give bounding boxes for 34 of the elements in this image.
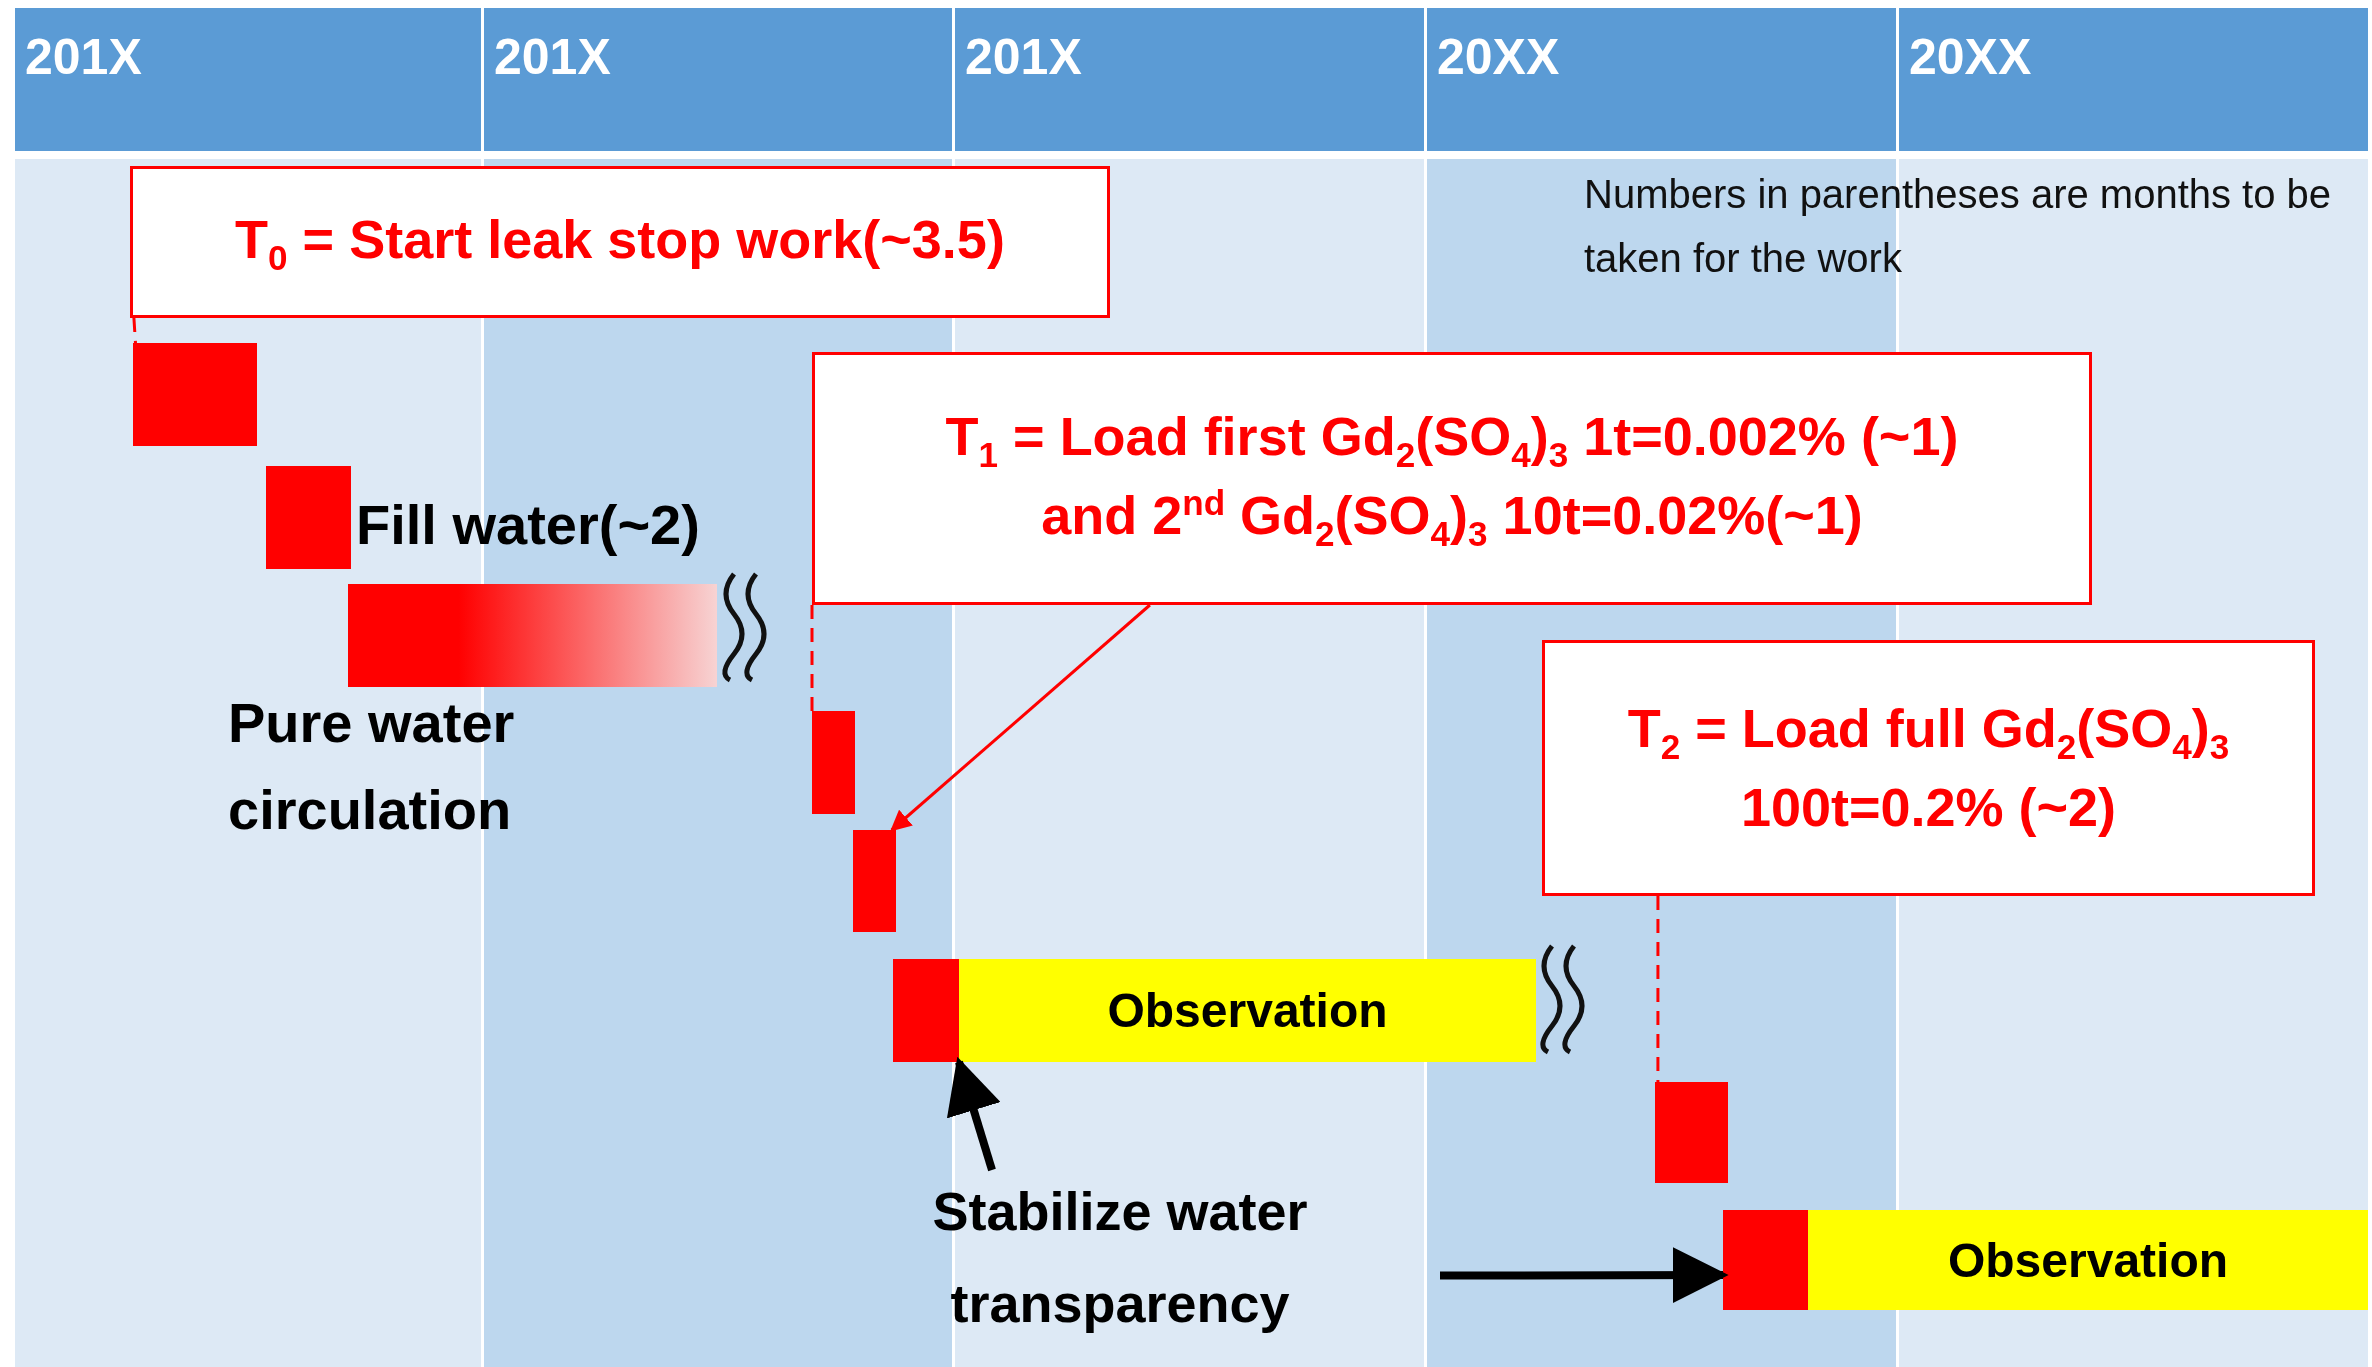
- timeline-bar: [266, 466, 351, 569]
- arrow: [890, 603, 1151, 832]
- bar-label: Observation: [1947, 1232, 2229, 1288]
- callout-box: [812, 352, 2092, 605]
- annotation-text: Stabilize water transparency: [931, 1180, 1309, 1335]
- year-label: 201X: [25, 28, 142, 86]
- timeline-bar: [348, 584, 717, 687]
- callout-text: T$_{0}$ = Start leak stop work(~3.5): [235, 207, 1005, 279]
- bar-caption: Fill water(~2): [356, 492, 701, 558]
- connector-line: [1656, 896, 1660, 1082]
- year-label: 201X: [965, 28, 1082, 86]
- timeline-bar: [959, 959, 1536, 1062]
- arrow: [946, 1056, 1001, 1172]
- note-text: Numbers in parentheses are months to be taken for the work: [1584, 171, 2333, 282]
- bar-caption: Pure water circulation: [228, 690, 516, 843]
- timeline-bar: [853, 830, 896, 932]
- callout-text: 100t=0.2% (~2): [1740, 775, 2117, 839]
- timeline-bar: [812, 711, 855, 814]
- bar-label: Observation: [1107, 983, 1388, 1038]
- timeline-bar: [893, 959, 959, 1062]
- callout-box: [1542, 640, 2315, 896]
- timeline-bar: [1655, 1082, 1728, 1183]
- callout-text: T$_{1}$ = Load first Gd$_{2}$(SO$_{4}$)$_{3}$ 1t=0.002% (~1): [945, 405, 1959, 477]
- callout-box: [130, 166, 1110, 318]
- callout-text: T$_{2}$ = Load full Gd$_{2}$(SO$_{4}$)$_{3}$: [1627, 697, 2230, 769]
- year-label: 20XX: [1909, 28, 2032, 86]
- timeline-bar: [1808, 1210, 2368, 1310]
- connector-line: [132, 317, 137, 344]
- connector-line: [810, 605, 814, 711]
- timeline-bar: [1723, 1210, 1808, 1310]
- year-label: 201X: [494, 28, 611, 86]
- timeline-bar: [133, 343, 257, 446]
- callout-text: and 2$^{nd}$ Gd$_{2}$(SO$_{4}$)$_{3}$ 10t=0.02%(~1): [1041, 481, 1863, 555]
- year-label: 20XX: [1437, 28, 1560, 86]
